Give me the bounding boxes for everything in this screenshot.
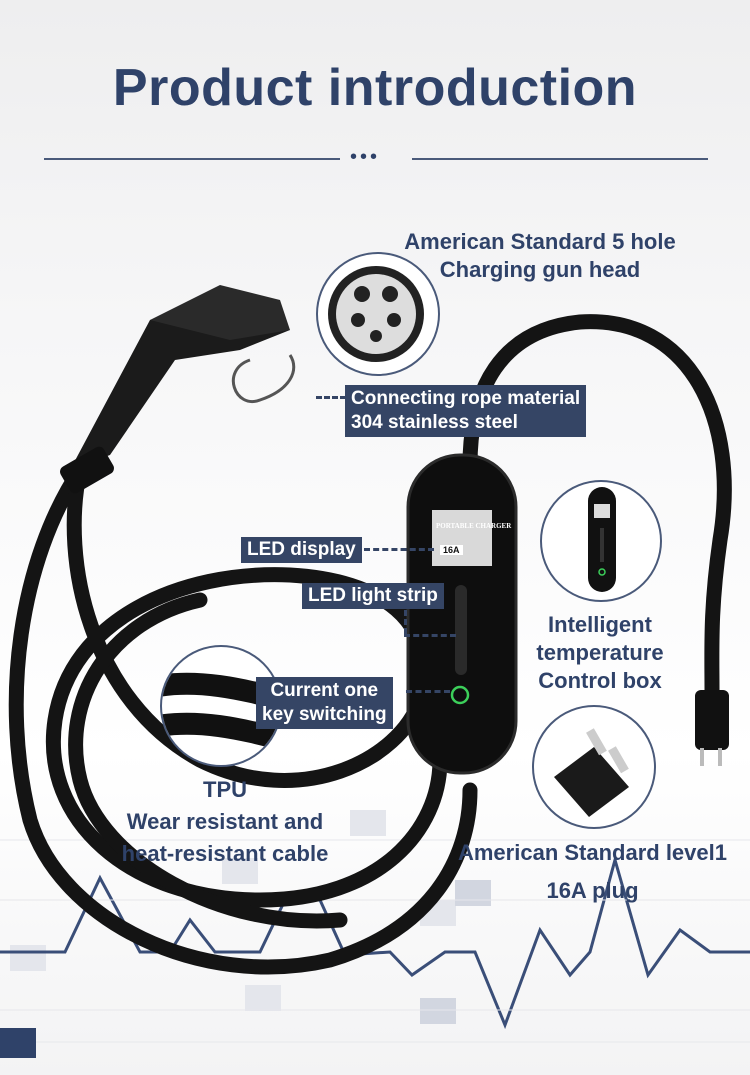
page-title: Product introduction [112,59,638,117]
rope-leader-line [316,396,346,399]
divider-right [412,158,708,160]
led-display-leader-line [364,548,434,551]
divider-left [44,158,340,160]
rope-tag: Connecting rope material 304 stainless s… [345,385,587,437]
led-strip-leader-line [404,634,456,637]
control-box-label: Intelligent temperature Control box [536,612,664,693]
plug-label-line2: 16A plug [546,878,639,903]
led-strip-leader-vertical [404,610,407,634]
led-strip-tag: LED light strip [302,583,444,609]
plug-label-line1: American Standard level1 [457,840,727,865]
device-current: 16A [440,545,463,555]
gun-head-label: American Standard 5 hole Charging gun he… [404,229,676,282]
cable-label: TPU Wear resistant and heat-resistant ca… [121,777,329,866]
control-box-detail-circle [540,480,662,602]
key-switch-tag-line1: Current one [270,680,379,701]
gun-head-detail-circle [316,252,440,376]
rope-tag-line1: Connecting rope material [351,388,581,409]
plug-detail-circle [532,705,656,829]
key-switch-tag: Current one key switching [256,677,393,729]
plug-label: American Standard level1 16A plug [440,834,745,910]
rope-tag-line2: 304 stainless steel [351,412,518,433]
divider-dots: ••• [350,146,381,168]
device-brand: PORTABLE CHARGER [436,522,512,530]
key-switch-leader-line [406,690,450,693]
key-switch-tag-line2: key switching [262,704,387,725]
led-display-tag: LED display [241,537,362,563]
